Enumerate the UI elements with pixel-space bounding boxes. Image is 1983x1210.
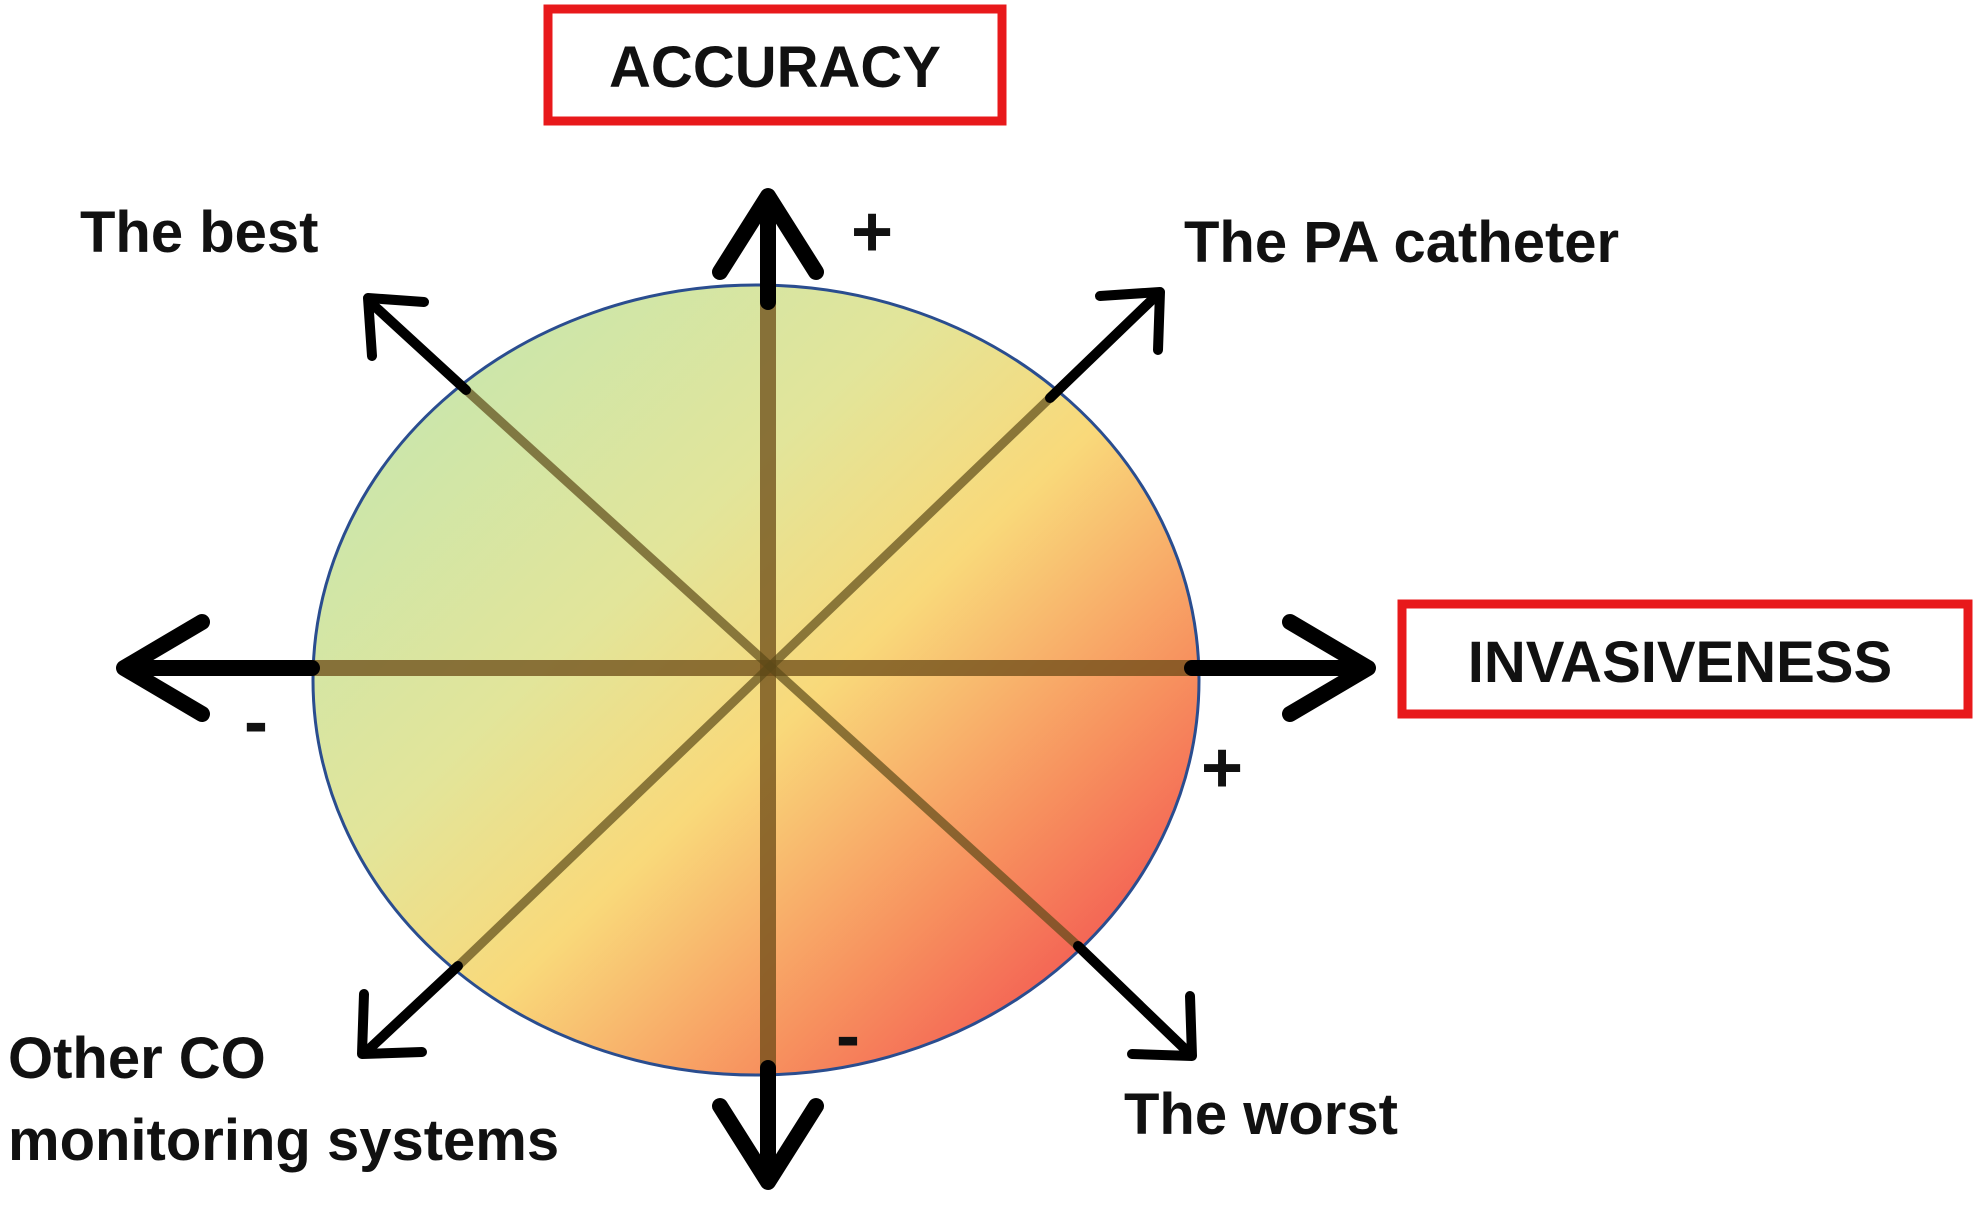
label-the-pa-catheter: The PA catheter [1184,210,1619,275]
accuracy-title-box [543,4,1007,126]
invasiveness-title: INVASIVENESS [1468,630,1892,695]
invasiveness-title-box [1397,599,1973,719]
top-right-arrowhead [1095,287,1165,355]
bottom-left-arrowhead [357,989,427,1059]
diagonal-arrow-br-shaft [1073,941,1193,1057]
up-arrowhead [712,188,824,280]
down-arrowhead [712,1098,824,1190]
right-arrowhead [1282,614,1376,722]
inner-diagonal-lines [454,386,1082,970]
inner-diagonal-tr-bl [454,394,1054,970]
accuracy-plus-sign: + [851,192,893,272]
label-monitoring-systems: monitoring systems [8,1108,559,1173]
accuracy-minus-sign: - [836,996,860,1076]
accuracy-title: ACCURACY [609,35,941,100]
diagonal-arrows [357,287,1197,1061]
bottom-right-arrowhead [1127,991,1197,1061]
axis-arrows [116,188,1376,1190]
left-arrowhead [116,614,210,722]
inner-axis-lines [312,302,1192,1068]
label-the-worst: The worst [1124,1082,1398,1147]
top-left-arrowhead [363,293,429,361]
label-the-best: The best [80,200,319,265]
diagonal-arrow-bl-shaft [361,961,463,1057]
diagonal-arrow-tl-shaft [365,297,471,395]
invasiveness-plus-sign: + [1201,728,1243,808]
diagonal-arrow-tr-shaft [1045,289,1163,403]
invasiveness-minus-sign: - [244,682,268,762]
label-other-co: Other CO [8,1026,266,1091]
